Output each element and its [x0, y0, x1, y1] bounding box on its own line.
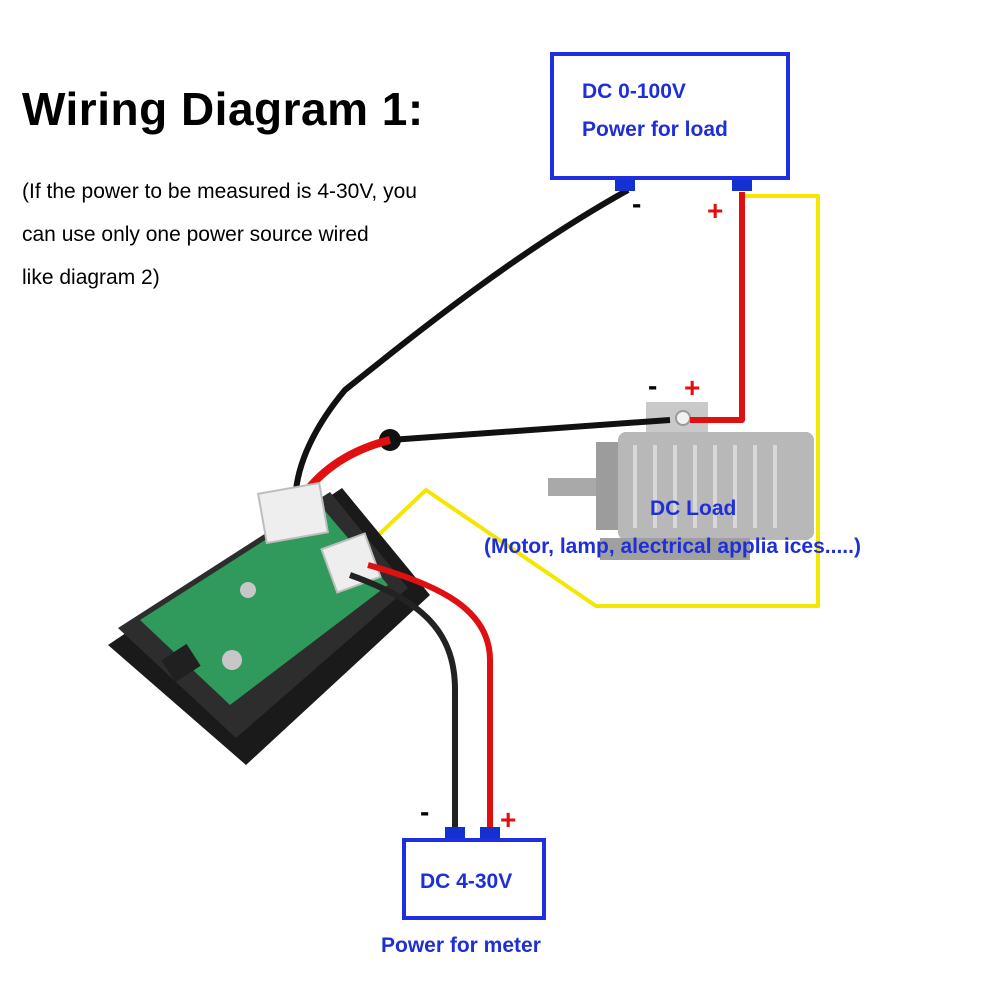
load-positive-sign: + — [684, 372, 701, 403]
note-line: (If the power to be measured is 4-30V, y… — [22, 180, 417, 203]
meter-supply-caption: Power for meter — [381, 934, 541, 957]
meter-power-supply-box: DC 4-30V — [402, 838, 546, 920]
dc-load-description: (Motor, lamp, alectrical applia ices....… — [484, 535, 861, 558]
load-supply-positive-sign: + — [707, 195, 724, 226]
load-supply-caption: Power for load — [582, 118, 728, 141]
yellow-wire — [350, 194, 820, 608]
wiring-note: (If the power to be measured is 4-30V, y… — [22, 170, 522, 299]
meter-supply-voltage: DC 4-30V — [420, 870, 513, 893]
meter-supply-negative-sign: - — [420, 796, 430, 827]
page-title: Wiring Diagram 1: — [22, 83, 424, 135]
load-power-supply-box: DC 0-100V Power for load — [550, 52, 790, 180]
note-line: like diagram 2) — [22, 266, 160, 289]
black-wire-load-supply — [293, 187, 630, 491]
load-supply-voltage: DC 0-100V — [582, 80, 686, 103]
load-supply-negative-terminal — [615, 180, 635, 191]
meter-supply-negative-terminal — [445, 827, 465, 838]
load-supply-negative-sign: - — [632, 188, 642, 219]
red-wire-meter — [367, 562, 493, 832]
black-wire-load — [389, 417, 671, 443]
meter-supply-positive-sign: + — [500, 804, 517, 835]
load-supply-positive-terminal — [732, 180, 752, 191]
load-negative-sign: - — [648, 370, 658, 401]
meter-supply-positive-terminal — [480, 827, 500, 838]
dc-load-label: DC Load — [650, 497, 737, 520]
voltmeter-module-image — [108, 481, 430, 765]
black-wire-meter — [348, 572, 458, 832]
dc-motor-image — [548, 402, 814, 560]
note-line: can use only one power source wired — [22, 223, 369, 246]
red-wire-load — [690, 192, 745, 423]
